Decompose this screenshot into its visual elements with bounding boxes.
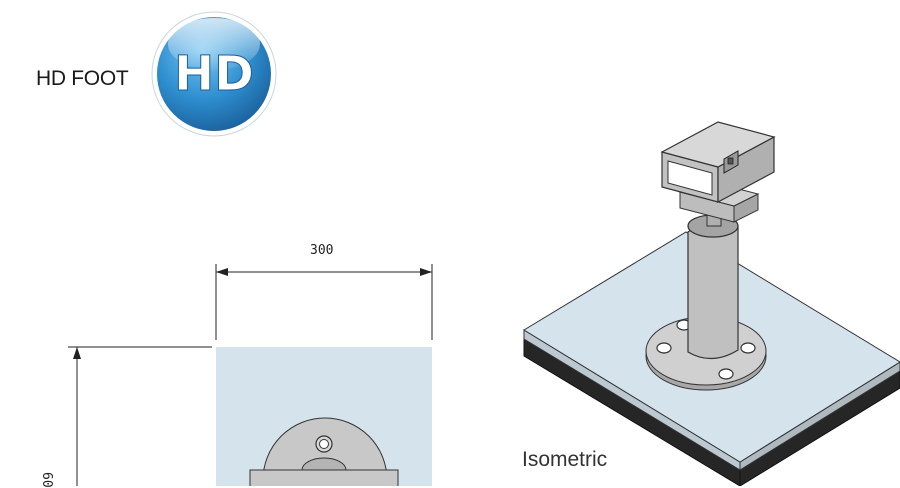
iso-flange-hole <box>740 342 756 354</box>
product-title: HD FOOT <box>36 67 129 90</box>
dimension-side-label: 60 <box>39 472 54 488</box>
isometric-view <box>523 121 900 486</box>
iso-flange-hole <box>718 368 734 380</box>
iso-tube-top <box>660 121 776 168</box>
plan-view <box>68 264 433 486</box>
badge-text: HD <box>174 46 254 102</box>
iso-post <box>687 219 739 360</box>
plan-bolt-hole-inner <box>319 439 329 449</box>
dimension-arrow-left <box>216 268 228 276</box>
dimension-width-label: 300 <box>310 243 334 258</box>
iso-flange-hole <box>656 342 672 354</box>
hd-logo-badge: HD <box>151 11 277 137</box>
iso-tube-clip-button <box>727 157 734 165</box>
isometric-label: Isometric <box>522 448 608 471</box>
plan-post-top <box>301 457 347 471</box>
dimension-arrow-top <box>73 347 81 359</box>
plan-bracket <box>249 469 399 486</box>
iso-tube-opening-inner <box>667 160 713 196</box>
dimension-arrow-right <box>420 268 432 276</box>
